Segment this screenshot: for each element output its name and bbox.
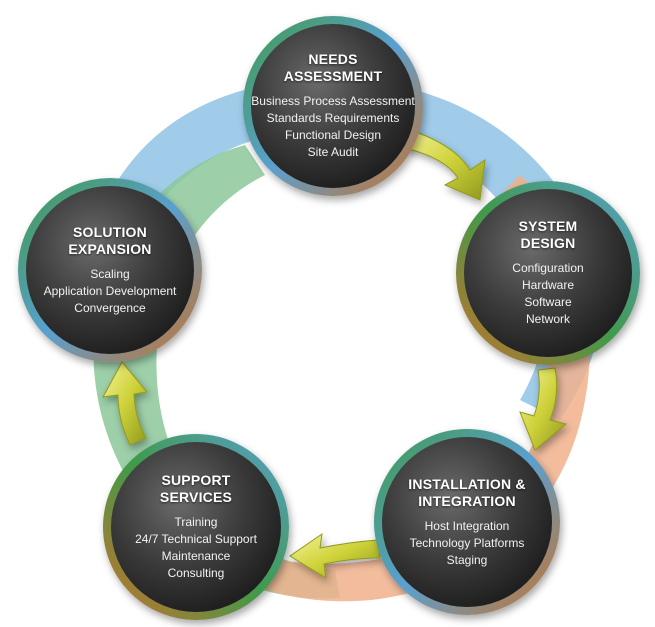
- node-item: Hardware: [521, 278, 575, 292]
- curved-arrow-icon: [102, 361, 148, 446]
- node-installation-integration-shape: [374, 429, 560, 615]
- node-installation-integration: INSTALLATION & INTEGRATION Host Integrati…: [372, 427, 562, 617]
- node-title: SYSTEM DESIGN: [518, 218, 578, 251]
- node-item: Staging: [446, 552, 488, 567]
- node-item: Host Integration: [424, 518, 510, 533]
- node-system-design-shape: [456, 181, 640, 365]
- node-core: [382, 437, 552, 607]
- curved-arrow-icon: [519, 367, 568, 451]
- node-text: INSTALLATION & INTEGRATION Host Integrati…: [372, 427, 562, 617]
- node-item: Network: [525, 312, 570, 326]
- node-item: Business Process Assessment: [251, 94, 415, 108]
- node-solution-expansion-shape: [18, 178, 202, 362]
- node-item: Scaling: [90, 266, 130, 281]
- node-core: [464, 189, 632, 357]
- node-needs-assessment-shape: [243, 16, 423, 196]
- node-item: 24/7 Technical Support: [135, 532, 257, 546]
- node-needs-assessment: NEEDS ASSESSMENT Business Process Assessm…: [238, 11, 428, 201]
- node-text: NEEDS ASSESSMENT Business Process Assessm…: [238, 11, 428, 201]
- node-title: INSTALLATION & INTEGRATION: [408, 475, 526, 509]
- node-title: NEEDS ASSESSMENT: [283, 51, 383, 84]
- node-core: [111, 442, 281, 612]
- node-support-services: SUPPORT SERVICES Training 24/7 Technical S…: [101, 432, 291, 622]
- node-core: [26, 186, 194, 354]
- node-support-services-shape: [103, 434, 289, 620]
- nodes-layer: [18, 16, 640, 620]
- node-item: Application Development: [43, 283, 177, 298]
- node-item: Training: [174, 515, 218, 529]
- node-core: [251, 24, 415, 188]
- node-item: Configuration: [512, 261, 584, 275]
- node-item: Convergence: [74, 300, 146, 315]
- curved-arrow-icon: [404, 129, 486, 201]
- node-title: SUPPORT SERVICES: [159, 472, 233, 505]
- node-item: Site Audit: [307, 145, 359, 159]
- node-item: Software: [524, 295, 572, 309]
- node-title: SOLUTION EXPANSION: [68, 223, 152, 257]
- curved-arrow-icon: [289, 532, 381, 579]
- node-text: SUPPORT SERVICES Training 24/7 Technical S…: [101, 432, 291, 622]
- node-item: Standards Requirements: [266, 111, 400, 125]
- node-item: Technology Platforms: [409, 535, 525, 550]
- node-item: Functional Design: [284, 128, 382, 142]
- node-item: Maintenance: [161, 549, 231, 563]
- node-item: Consulting: [167, 566, 225, 580]
- arrows-layer: [102, 129, 568, 579]
